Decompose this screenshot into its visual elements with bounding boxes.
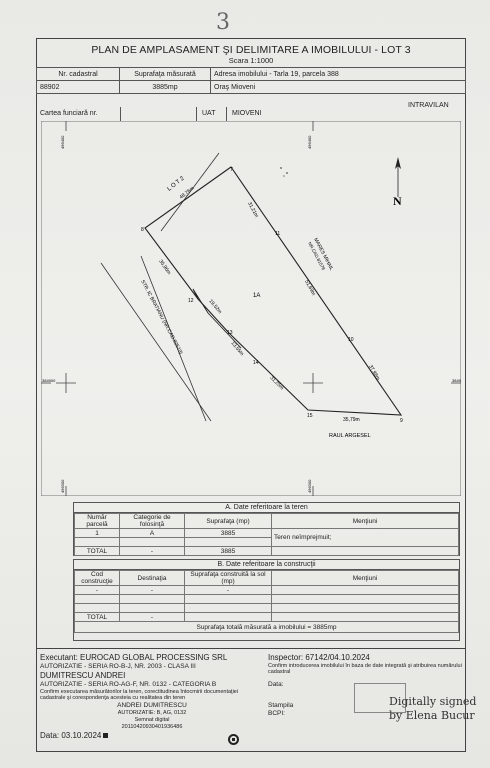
cadastral-value: 88902 bbox=[36, 80, 120, 94]
inspector-text: Confirm introducerea imobilului în baza … bbox=[268, 663, 462, 675]
dist-15-9: 35,79m bbox=[343, 417, 360, 423]
sa-row-cat: A bbox=[119, 528, 185, 538]
dist-13-14: 13,55m bbox=[229, 340, 244, 357]
coord-top-left: 496400 bbox=[60, 135, 65, 149]
sa-row-area: 3885 bbox=[184, 528, 272, 538]
autorizatie-2: AUTORIZATIE - SERIA RO-AG-F, NR. 0132 - … bbox=[40, 681, 217, 688]
point-12: 12 bbox=[188, 298, 194, 304]
sa-h-area: Suprafaţa (mp) bbox=[184, 513, 272, 529]
document-frame bbox=[36, 38, 466, 752]
coord-bottom-left: 496300 bbox=[60, 479, 65, 493]
digital-signature-stamp bbox=[354, 683, 406, 713]
street-line bbox=[140, 255, 207, 422]
dist-14-15: 31,25m bbox=[269, 375, 285, 391]
date: Data: 03.10.2024 bbox=[40, 731, 102, 740]
point-10: 10 bbox=[348, 337, 354, 343]
sb-h-mention: Menţiuni bbox=[271, 570, 459, 586]
north-arrow-icon: N bbox=[393, 157, 402, 208]
uat-label: UAT bbox=[202, 110, 216, 117]
carte-funciara-row: Cartea funciară nr. UAT MIOVENI INTRAVIL… bbox=[36, 102, 466, 121]
section-a: A. Date referitoare la teren Număr parce… bbox=[73, 502, 460, 556]
sa-total-cat: - bbox=[119, 546, 185, 556]
sb-total-dash: - bbox=[119, 612, 185, 622]
sb-dash-1: - bbox=[74, 585, 120, 595]
stamp-line-3: 20110420930401936486 bbox=[121, 724, 183, 730]
dist-7-11: 31,21m bbox=[246, 201, 259, 219]
parcel-outline bbox=[144, 166, 403, 416]
handwritten-page-mark: 3 bbox=[216, 10, 230, 35]
sa-h-mention: Menţiuni bbox=[271, 513, 459, 529]
sb-h-area: Suprafaţa construită la sol (mp) bbox=[184, 570, 272, 586]
sb-h-code: Cod construcţie bbox=[74, 570, 120, 586]
dist-10-9: 37,98m bbox=[367, 364, 381, 381]
footer-right: Inspector: 67142/04.10.2024 Confirm intr… bbox=[268, 653, 464, 718]
point-15: 15 bbox=[307, 413, 313, 419]
inspector: Inspector: 67142/04.10.2024 bbox=[268, 653, 370, 662]
footer: Executant: EUROCAD GLOBAL PROCESSING SRL… bbox=[36, 648, 466, 753]
point-9: 9 bbox=[400, 418, 403, 424]
sa-total-label: TOTAL bbox=[74, 546, 120, 556]
point-14: 14 bbox=[253, 360, 259, 366]
point-11: 11 bbox=[275, 231, 280, 237]
sb-dash-2: - bbox=[119, 585, 185, 595]
surveyor-name: DUMITRESCU ANDREI bbox=[40, 671, 126, 680]
footer-left: Executant: EUROCAD GLOBAL PROCESSING SRL… bbox=[40, 653, 264, 741]
cf-label: Cartea funciară nr. bbox=[40, 110, 98, 117]
river-label: RAUL ARGESEL bbox=[329, 433, 371, 439]
point-7: 7 bbox=[230, 167, 233, 173]
area-value: 3885mp bbox=[119, 80, 211, 94]
section-b: B. Date referitoare la construcţii Cod c… bbox=[73, 559, 460, 641]
address-value: Oraş Mioveni bbox=[210, 80, 466, 94]
total-area-label: Suprafaţa totală măsurată a imobilului =… bbox=[74, 621, 459, 633]
coord-left: 384900 bbox=[42, 378, 56, 383]
stamp-line-2: Semnat digital bbox=[134, 717, 170, 723]
point-13: 13 bbox=[227, 330, 233, 336]
address-label: Adresa imobilului - Tarla 19, parcela 38… bbox=[210, 67, 466, 81]
point-8: 8 bbox=[141, 227, 144, 233]
street-line-outer bbox=[100, 262, 212, 422]
area-label: Suprafaţa măsurată bbox=[119, 67, 211, 81]
signature-seal-icon bbox=[228, 734, 239, 745]
north-label: N bbox=[393, 194, 402, 208]
document-title: PLAN DE AMPLASAMENT ŞI DELIMITARE A IMOB… bbox=[91, 44, 411, 56]
street-label: STR. IC BRATIANU (NR.CAD.82519) bbox=[139, 279, 184, 356]
bcpi-label: BCPI: bbox=[268, 710, 285, 717]
sb-total-label: TOTAL bbox=[74, 612, 120, 622]
intravilan-label: INTRAVILAN bbox=[408, 102, 449, 109]
digital-signature-2: by Elena Bucur bbox=[389, 709, 475, 722]
digital-signature-1: Digitally signed bbox=[389, 695, 477, 708]
sa-row-mention: Teren neîmprejmuit; bbox=[271, 528, 459, 547]
scale-label: Scara 1:1000 bbox=[228, 56, 274, 65]
confirm-text: Confirm executarea măsurătorilor la tere… bbox=[40, 689, 239, 701]
lot2-label: L O T 2 bbox=[167, 175, 187, 192]
stamp-line-1: AUTORIZATIE: B, AG, 0132 bbox=[117, 710, 187, 716]
autorizatie-1: AUTORIZATIE - SERIA RO-B-J, NR. 2003 - C… bbox=[40, 663, 196, 670]
header-table: Nr. cadastral Suprafaţa măsurată Adresa … bbox=[36, 67, 466, 94]
site-plan: 496400 496400 496300 496300 384900 38490… bbox=[41, 121, 461, 496]
coord-right: 384900 bbox=[452, 378, 461, 383]
lot2-boundary bbox=[160, 152, 220, 232]
data-label: Data: bbox=[268, 681, 284, 688]
parcel-label: 1A bbox=[253, 293, 260, 299]
sa-h-nr: Număr parcelă bbox=[74, 513, 120, 529]
cadastral-label: Nr. cadastral bbox=[36, 67, 120, 81]
stamp-name: ANDREI DUMITRESCU bbox=[117, 702, 187, 709]
executant: Executant: EUROCAD GLOBAL PROCESSING SRL bbox=[40, 653, 228, 662]
coord-bottom-right: 496300 bbox=[307, 479, 312, 493]
sa-row-nr: 1 bbox=[74, 528, 120, 538]
section-a-caption: A. Date referitoare la teren bbox=[74, 503, 459, 513]
section-b-caption: B. Date referitoare la construcţii bbox=[74, 560, 459, 570]
coord-top-right: 496400 bbox=[307, 135, 312, 149]
uat-value: MIOVENI bbox=[232, 110, 262, 117]
sa-total-area: 3885 bbox=[184, 546, 272, 556]
sb-dash-3: - bbox=[184, 585, 272, 595]
stampila-label: Stampila bbox=[268, 702, 294, 709]
sb-h-dest: Destinaţia bbox=[119, 570, 185, 586]
sa-h-cat: Categorie de folosinţă bbox=[119, 513, 185, 529]
